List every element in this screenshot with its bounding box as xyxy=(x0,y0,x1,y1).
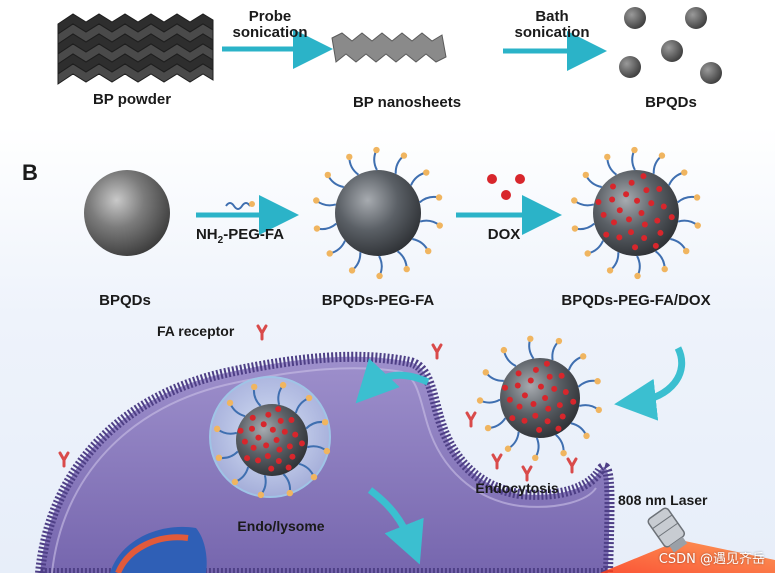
dox-molecules xyxy=(487,174,525,200)
label-bpqds-top: BPQDs xyxy=(645,94,697,111)
peg-fa-molecule xyxy=(225,201,255,210)
bpqds-peg-fa-dox-particle xyxy=(571,146,701,280)
bpqds-peg-fa-particle xyxy=(313,146,443,280)
label-bp-nanosheets: BP nanosheets xyxy=(352,94,462,111)
label-dox: DOX xyxy=(487,226,521,243)
label-endocytosis: Endocytosis xyxy=(475,480,559,496)
label-probe-line1: Probe xyxy=(248,8,292,25)
label-bath-line2: sonication xyxy=(514,24,590,41)
release-arrow xyxy=(367,487,424,565)
label-bpqds: BPQDs xyxy=(99,292,151,309)
bpqds-dots xyxy=(619,7,722,84)
docking-particle xyxy=(476,335,603,462)
nucleus xyxy=(110,526,207,573)
bpqds-sphere xyxy=(84,170,170,256)
label-endo-lysome: Endo/lysome xyxy=(237,518,325,534)
laser-device xyxy=(600,507,775,573)
label-bp-powder: BP powder xyxy=(92,91,172,108)
panel-b-letter: B xyxy=(22,160,38,185)
fa-receptor-icons xyxy=(58,324,578,482)
approach-arrow xyxy=(614,346,686,421)
label-probe-line2: sonication xyxy=(232,24,308,41)
label-laser: 808 nm Laser xyxy=(618,492,708,508)
label-fa-receptor: FA receptor xyxy=(157,323,235,339)
reagent-suffix: -PEG-FA xyxy=(223,226,285,243)
reagent-prefix: NH xyxy=(195,226,218,243)
bp-powder-stack xyxy=(57,13,214,85)
label-bath-sonication: Bath sonication xyxy=(514,9,589,41)
label-bpqds-peg-fa-dox: BPQDs-PEG-FA/DOX xyxy=(561,292,711,309)
endolysosome xyxy=(209,376,331,499)
label-nh2-peg-fa: NH2-PEG-FA xyxy=(196,226,284,246)
internalization-arrow xyxy=(355,358,430,404)
bp-nanosheet xyxy=(331,32,447,63)
watermark: CSDN @遇见齐岳 xyxy=(658,552,765,567)
reagent-subscript: 2 xyxy=(217,235,224,246)
label-bath-line1: Bath xyxy=(535,8,569,25)
label-bpqds-peg-fa: BPQDs-PEG-FA xyxy=(321,292,435,309)
label-probe-sonication: Probe sonication xyxy=(232,9,307,41)
